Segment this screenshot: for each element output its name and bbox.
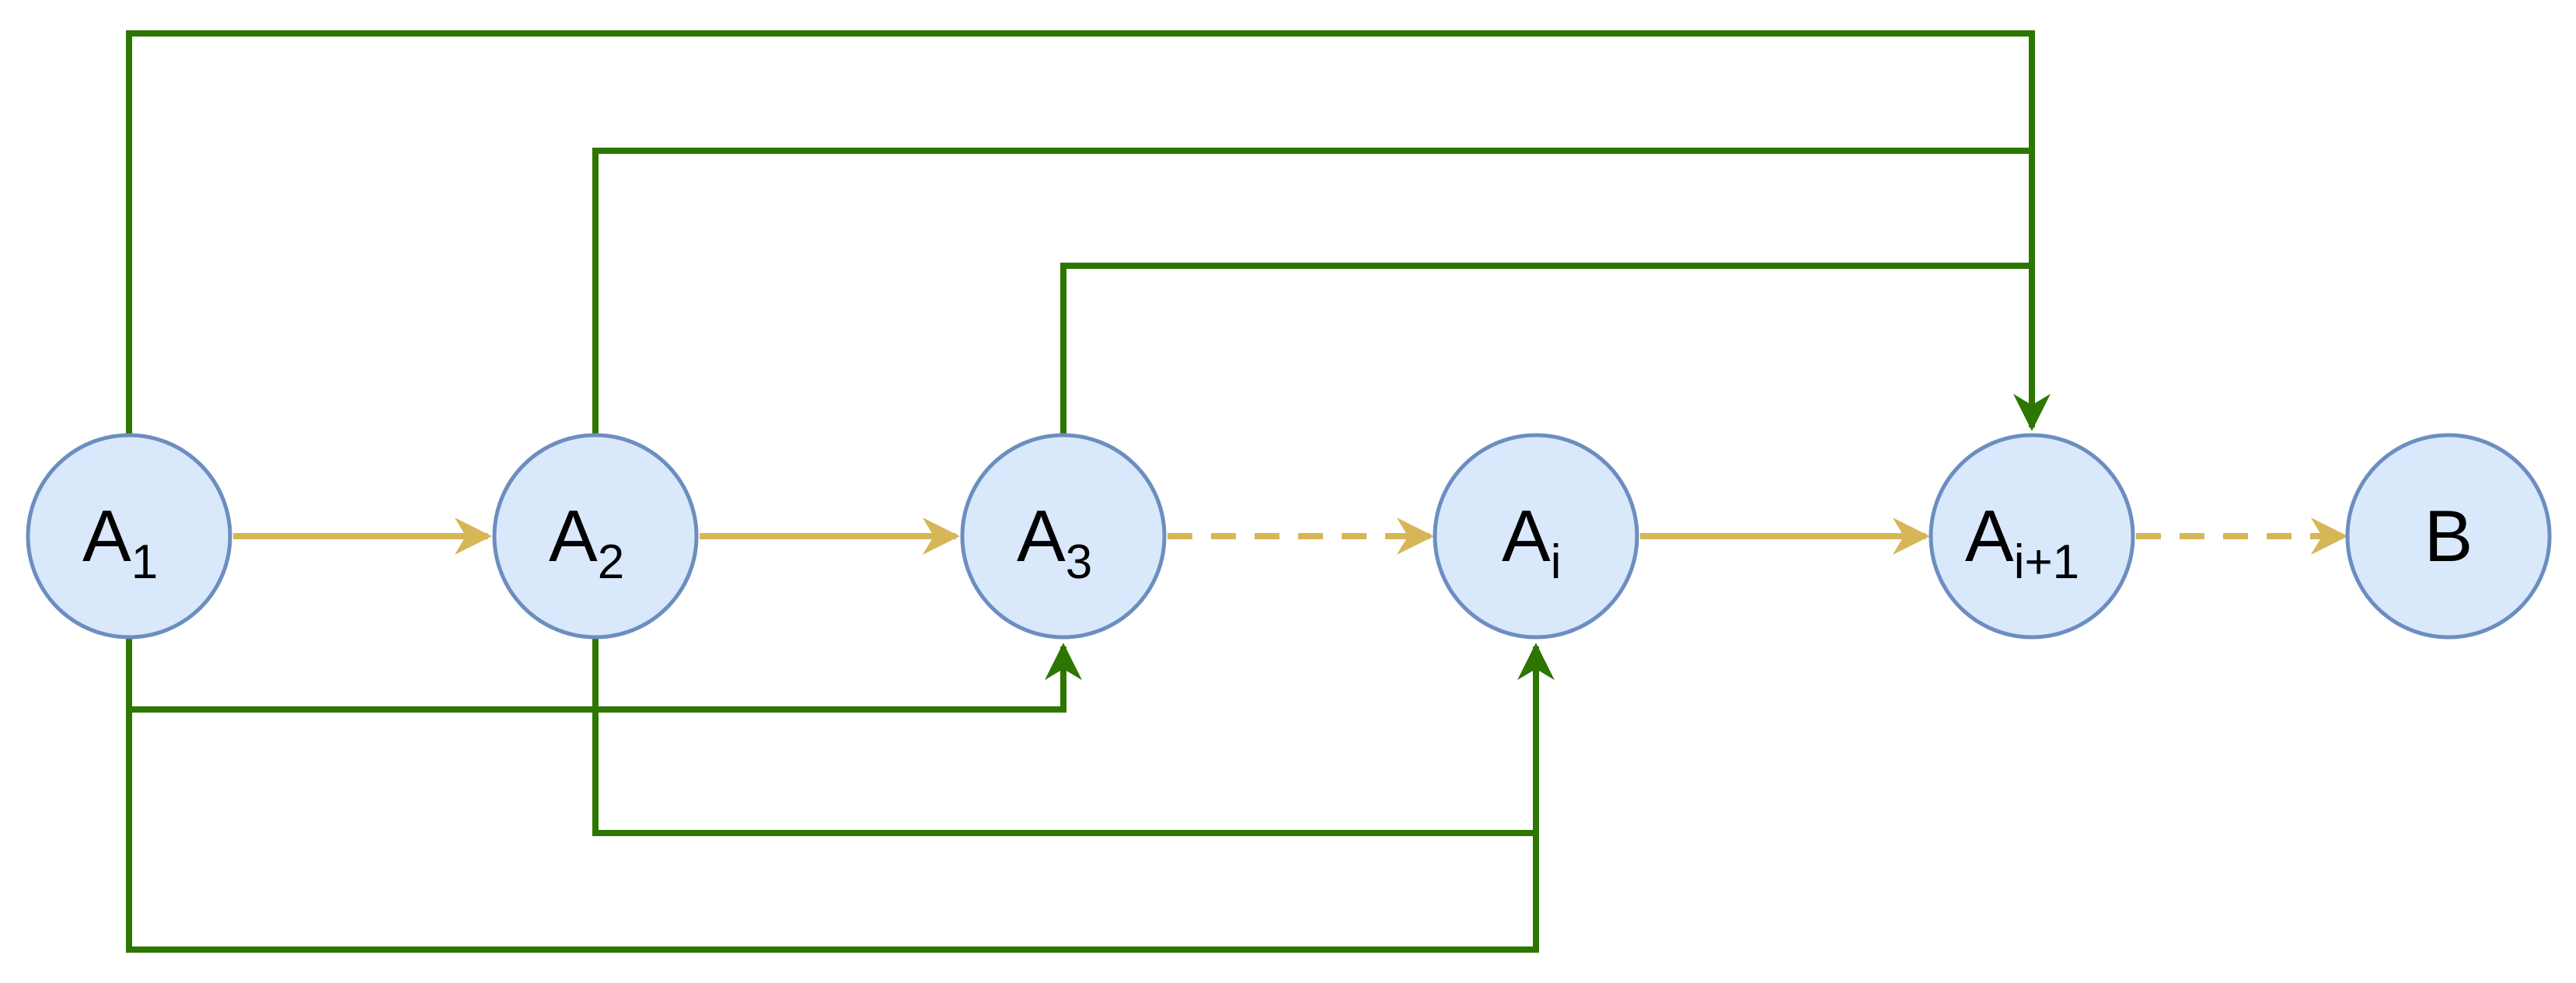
- node-a1: A1: [26, 433, 232, 640]
- node-ai1: Ai+1: [1929, 433, 2135, 640]
- node-b-label: B: [2424, 495, 2473, 577]
- node-ai1-label: Ai+1: [1965, 495, 2079, 589]
- node-ai-circle: [1433, 433, 1639, 640]
- node-a3: A3: [960, 433, 1167, 640]
- skip-edge-a3-to-ai1: [1060, 263, 2032, 435]
- node-a3-circle: [960, 433, 1167, 640]
- node-b: B: [2345, 433, 2552, 640]
- node-ai: Ai: [1433, 433, 1639, 640]
- skip-edges: [126, 30, 2051, 953]
- node-b-circle: [2345, 433, 2552, 640]
- nodes: A1 A2 A3 Ai Ai+1 B: [26, 433, 2552, 640]
- node-a1-label: A1: [82, 495, 158, 589]
- skip-edge-a1-to-ai: [126, 643, 1555, 953]
- node-a2-label: A2: [549, 495, 624, 589]
- skip-edge-a2-to-ai1: [592, 148, 2032, 435]
- node-a2: A2: [492, 433, 699, 640]
- skip-edge-a1-to-ai1: [126, 30, 2051, 435]
- node-a3-label: A3: [1017, 495, 1092, 589]
- node-ai1-circle: [1929, 433, 2135, 640]
- skip-edge-a2-to-ai: [592, 637, 1536, 836]
- node-a2-circle: [492, 433, 699, 640]
- node-a1-circle: [26, 433, 232, 640]
- node-ai-label: Ai: [1502, 495, 1561, 589]
